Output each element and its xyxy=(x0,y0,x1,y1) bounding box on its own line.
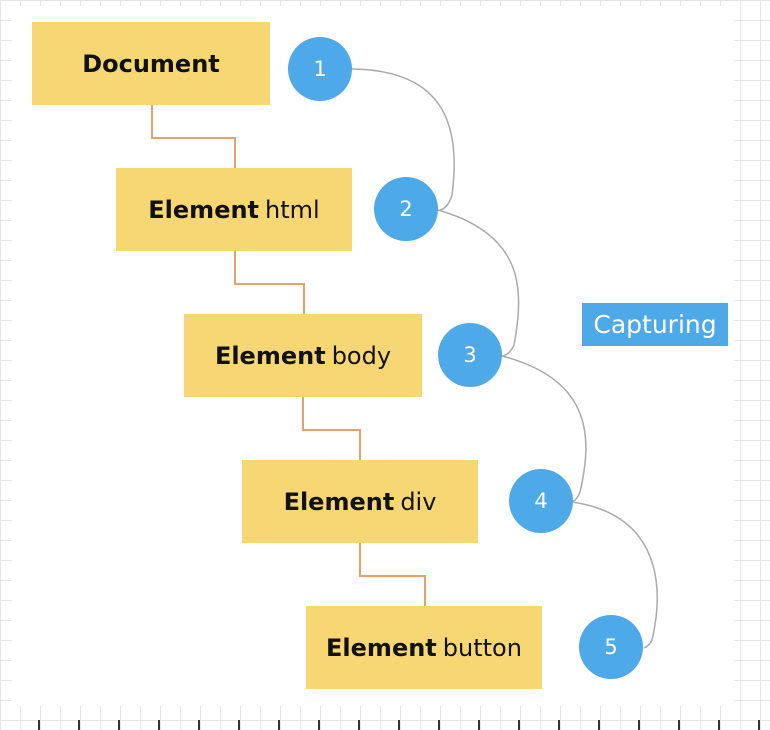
tree-connector xyxy=(359,543,426,606)
node-bold-label: Element xyxy=(283,487,395,516)
step-marker-3: 3 xyxy=(438,323,502,387)
node-bold-label: Document xyxy=(82,49,220,78)
node-bold-label: Element xyxy=(326,633,437,662)
tree-connector xyxy=(234,251,305,314)
node-tag-label: html xyxy=(265,195,320,224)
flow-curve xyxy=(351,68,455,211)
step-marker-5: 5 xyxy=(579,615,643,679)
flow-curve xyxy=(571,501,658,649)
step-marker-2: 2 xyxy=(374,177,438,241)
flow-curve xyxy=(437,209,520,357)
step-marker-1: 1 xyxy=(288,37,352,101)
step-marker-4: 4 xyxy=(509,469,573,533)
node-bold-label: Element xyxy=(148,195,260,224)
node-document: Document xyxy=(32,22,270,105)
node-tag-label: div xyxy=(400,487,437,516)
capturing-label: Capturing xyxy=(582,303,728,346)
node-tag-label: button xyxy=(442,633,522,662)
bottom-ruler-strip xyxy=(0,708,770,730)
tree-connector xyxy=(151,105,236,168)
node-bold-label: Element xyxy=(214,341,326,370)
tree-connector xyxy=(302,397,361,460)
flow-curve xyxy=(501,355,587,503)
node-tag-label: body xyxy=(331,341,392,370)
